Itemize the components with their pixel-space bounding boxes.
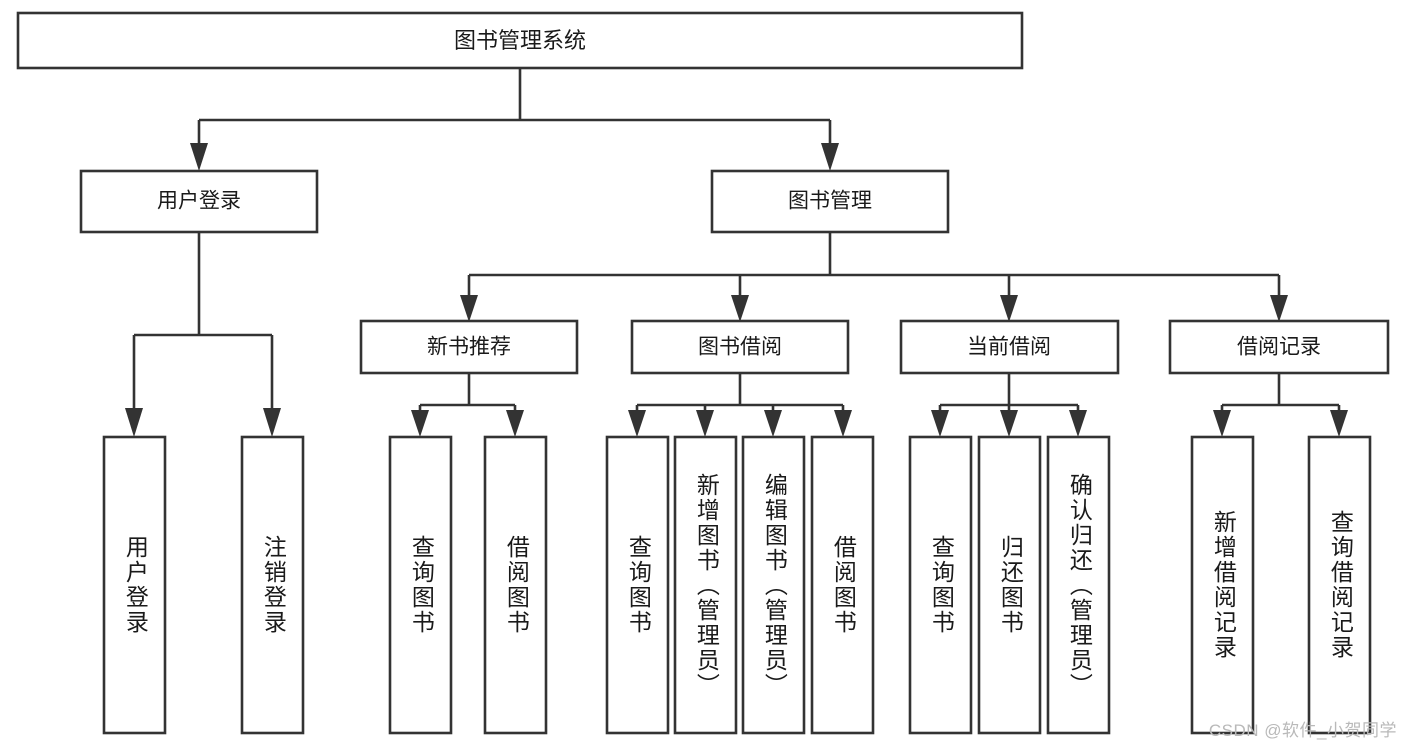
leaf-query-book-2-box[interactable] — [605, 435, 670, 735]
arrow-leaf-edit-book — [764, 410, 782, 437]
csdn-watermark: CSDN @软件_小贺同学 — [1208, 721, 1397, 740]
arrow-new-book-recommend — [460, 295, 478, 322]
leaf-query-record-box[interactable] — [1307, 435, 1372, 735]
node-user-login[interactable]: 用户登录 — [79, 169, 319, 234]
arrow-leaf-query-book-2 — [628, 410, 646, 437]
leaf-add-book-box[interactable] — [673, 435, 738, 735]
node-book-borrow[interactable]: 图书借阅 — [630, 319, 850, 375]
arrow-book-management — [821, 143, 839, 171]
node-current-borrow[interactable]: 当前借阅 — [899, 319, 1120, 375]
arrow-leaf-confirm-return — [1069, 410, 1087, 437]
arrow-leaf-borrow-book-2 — [834, 410, 852, 437]
leaf-query-book-1-box[interactable] — [388, 435, 453, 735]
node-book-borrow-label: 图书借阅 — [698, 336, 782, 359]
node-root-box[interactable] — [16, 11, 1024, 70]
arrow-leaf-return-book — [1000, 410, 1018, 437]
arrow-leaf-query-record — [1330, 410, 1348, 437]
arrow-leaf-query-book-3 — [931, 410, 949, 437]
node-new-book-recommend-label: 新书推荐 — [427, 336, 511, 359]
leaf-boxes-group — [102, 435, 1372, 735]
node-new-book-recommend[interactable]: 新书推荐 — [359, 319, 579, 375]
leaf-logout-login-box[interactable] — [240, 435, 305, 735]
node-new-book-recommend-box[interactable] — [359, 319, 579, 375]
leaf-borrow-book-2-box[interactable] — [810, 435, 875, 735]
node-book-management-label: 图书管理 — [788, 190, 872, 213]
node-book-management[interactable]: 图书管理 — [710, 169, 950, 234]
arrow-current-borrow — [1000, 295, 1018, 322]
arrow-user-login — [190, 143, 208, 171]
arrow-leaf-logout-login — [263, 408, 281, 437]
node-borrow-record-box[interactable] — [1168, 319, 1390, 375]
arrow-leaf-query-book-1 — [411, 410, 429, 437]
leaf-user-login-box[interactable] — [102, 435, 167, 735]
arrow-leaf-add-book — [696, 410, 714, 437]
node-user-login-label: 用户登录 — [157, 190, 241, 213]
arrow-book-borrow — [731, 295, 749, 322]
arrow-borrow-record — [1270, 295, 1288, 322]
leaf-add-record-box[interactable] — [1190, 435, 1255, 735]
leaf-query-book-3-box[interactable] — [908, 435, 973, 735]
node-root[interactable]: 图书管理系统 — [16, 11, 1024, 70]
leaf-borrow-book-1-box[interactable] — [483, 435, 548, 735]
arrow-leaf-borrow-book-1 — [506, 410, 524, 437]
node-root-label: 图书管理系统 — [454, 28, 586, 53]
node-user-login-box[interactable] — [79, 169, 319, 234]
node-current-borrow-box[interactable] — [899, 319, 1120, 375]
leaf-confirm-return-box[interactable] — [1046, 435, 1111, 735]
node-borrow-record[interactable]: 借阅记录 — [1168, 319, 1390, 375]
node-current-borrow-label: 当前借阅 — [967, 336, 1051, 359]
node-book-management-box[interactable] — [710, 169, 950, 234]
connector-group — [125, 68, 1348, 437]
arrow-leaf-user-login — [125, 408, 143, 437]
arrow-leaf-add-record — [1213, 410, 1231, 437]
node-book-borrow-box[interactable] — [630, 319, 850, 375]
node-borrow-record-label: 借阅记录 — [1237, 336, 1321, 359]
leaf-return-book-box[interactable] — [977, 435, 1042, 735]
leaf-edit-book-box[interactable] — [741, 435, 806, 735]
